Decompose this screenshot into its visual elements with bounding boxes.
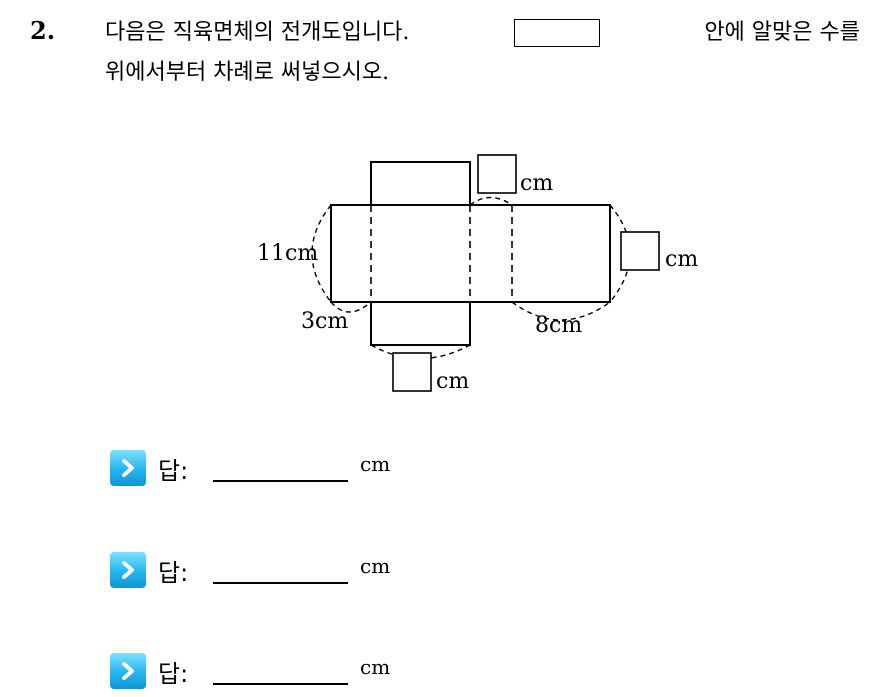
answer-input-2[interactable]: [213, 582, 348, 584]
arc-right-height: [609, 204, 631, 303]
top-unit-label: cm: [520, 171, 553, 196]
question-line-2: 위에서부터 차례로 써넣으시오.: [105, 60, 390, 85]
bottom-unit-label: cm: [436, 369, 469, 394]
net-bottom-face: [370, 302, 471, 346]
answer-unit: cm: [360, 554, 391, 578]
left-length-label: 11cm: [257, 241, 318, 266]
chevron-right-icon: [110, 552, 146, 588]
arc-top-width: [469, 196, 513, 206]
arc-left-height: [311, 204, 332, 303]
bottom-right-length-label: 8cm: [535, 313, 582, 338]
answer-boxes: [392, 154, 660, 392]
arc-bottom-left: [330, 301, 372, 313]
answer-input-3[interactable]: [213, 683, 348, 685]
net-top-face: [370, 161, 471, 205]
question-number: 2.: [30, 16, 56, 45]
answer-unit: cm: [360, 655, 391, 679]
arc-bottom-right: [511, 301, 611, 321]
answer-box-bottom: [392, 352, 432, 392]
question-text-part2: 안에 알맞은 수를: [704, 20, 860, 45]
question-text-part1: 다음은 직육면체의 전개도입니다.: [105, 20, 410, 45]
right-unit-label: cm: [665, 247, 698, 272]
answer-label: 답:: [158, 456, 189, 485]
answer-row-2: 답: cm: [110, 550, 390, 590]
net-fold-lines: [370, 204, 513, 303]
answer-box-right: [620, 231, 660, 271]
answer-unit: cm: [360, 452, 391, 476]
chevron-right-icon: [110, 450, 146, 486]
answer-label: 답:: [158, 659, 189, 688]
answer-box-top: [477, 154, 517, 194]
example-answer-box: [513, 19, 600, 47]
chevron-right-icon: [110, 653, 146, 689]
answer-label: 답:: [158, 558, 189, 587]
bottom-left-length-label: 3cm: [301, 309, 348, 334]
question-line-1: 다음은 직육면체의 전개도입니다. 안에 알맞은 수를: [105, 18, 860, 48]
answer-row-1: 답: cm: [110, 448, 390, 488]
dimension-arcs: [311, 196, 631, 360]
answer-row-3: 답: cm: [110, 651, 390, 691]
answer-input-1[interactable]: [213, 480, 348, 482]
arc-bottom-face: [370, 344, 471, 360]
